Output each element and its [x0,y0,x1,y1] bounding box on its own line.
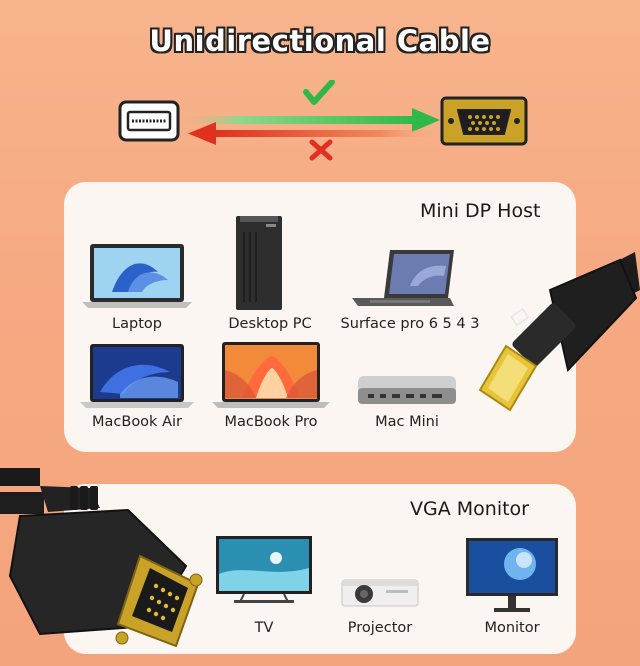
device-label-monitor: Monitor [484,620,540,636]
tv-icon [216,536,312,603]
device-label-projector: Projector [347,620,413,636]
laptop-icon [82,244,192,308]
monitor-icon [466,538,558,612]
device-label-macbook-pro: MacBook Pro [224,414,318,430]
check-mark-icon [303,80,335,105]
device-label-macbook-air: MacBook Air [92,414,182,430]
page-title: Unidirectional Cable [149,24,491,58]
direction-diagram [118,80,528,161]
green-forward-arrow-icon [180,108,440,132]
mac-mini-icon [358,376,456,404]
cross-mark-icon [309,139,333,161]
device-label-tv: TV [254,620,274,636]
macbook-pro-icon [212,342,330,408]
device-label-surface: Surface pro 6 5 4 3 [340,316,480,332]
red-backward-arrow-icon [188,122,436,145]
projector-icon [341,579,419,607]
surface-tablet-icon [352,250,454,306]
device-label-mac-mini: Mac Mini [375,414,439,430]
mini-displayport-connector-icon [118,100,180,142]
vga-plug-icon [0,468,203,648]
vga-connector-icon [440,96,528,146]
macbook-air-icon [80,344,194,408]
device-label-desktop: Desktop PC [228,316,312,332]
mini-displayport-plug-icon [478,252,640,412]
desktop-tower-icon [236,216,282,310]
device-label-laptop: Laptop [112,316,162,332]
mini-dp-host-panel: Mini DP Host Laptop Desktop PC [64,182,576,452]
panel-title-host: Mini DP Host [420,200,541,222]
panel-title-vga: VGA Monitor [410,498,529,520]
